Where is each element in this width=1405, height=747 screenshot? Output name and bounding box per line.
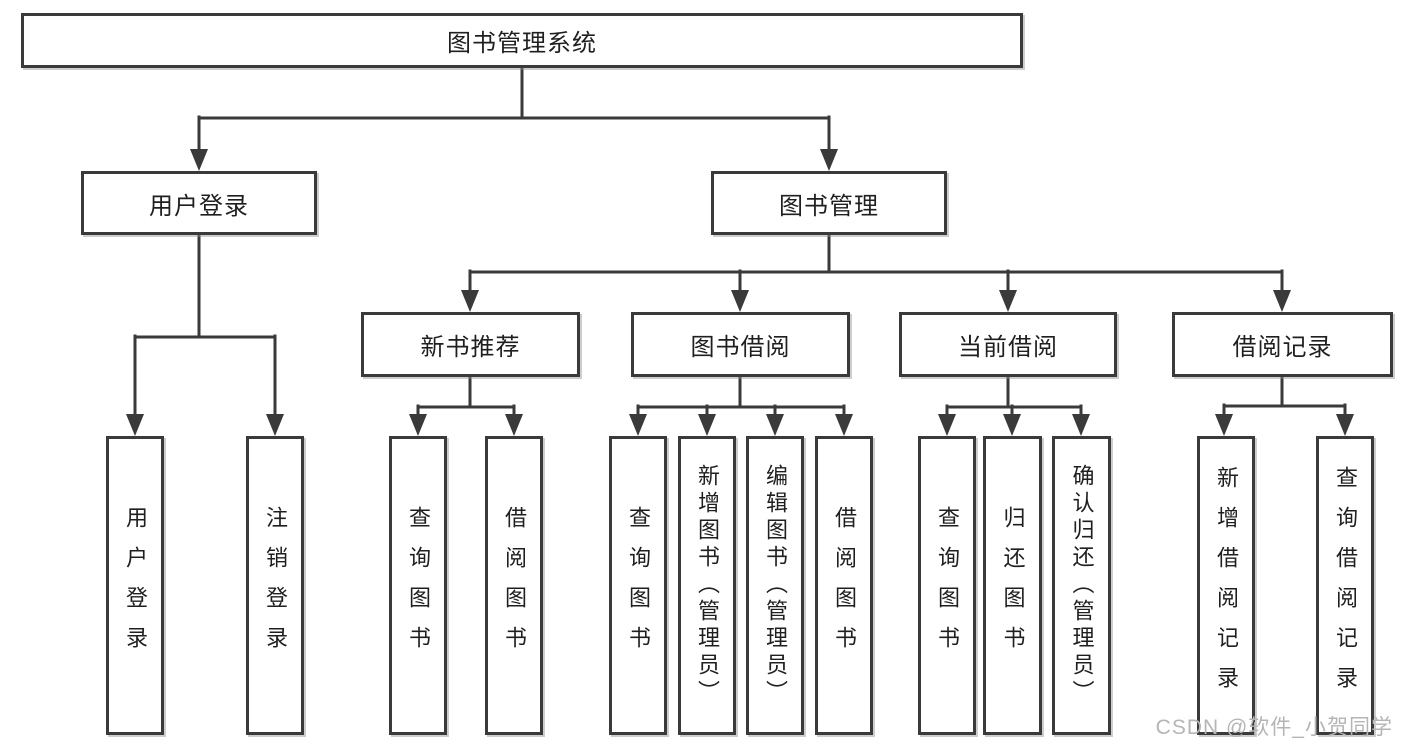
node-label: 借阅图书 [502, 505, 527, 666]
node-label: 查询图书 [626, 505, 651, 666]
node-label: 注销登录 [263, 505, 288, 666]
node-book-borrowing: 图书借阅 [631, 312, 850, 377]
node-label: 用户登录 [123, 505, 148, 666]
node-new-book-recommendation: 新书推荐 [361, 312, 580, 377]
node-label: 归还图书 [1000, 505, 1026, 666]
node-label: 借阅图书 [832, 505, 857, 666]
leaf-query-borrow-record: 查询借阅记录 [1316, 436, 1374, 735]
leaf-logout: 注销登录 [246, 436, 304, 735]
leaf-user-login: 用户登录 [106, 436, 164, 735]
node-label: 借阅记录 [1232, 334, 1333, 361]
node-label: 查询图书 [935, 505, 960, 666]
node-root: 图书管理系统 [21, 13, 1023, 68]
node-label: 新增借阅记录 [1214, 465, 1239, 706]
leaf-add-books-admin: 新增图书（管理员） [678, 436, 736, 735]
node-user-login: 用户登录 [81, 171, 317, 235]
node-label: 当前借阅 [958, 334, 1058, 361]
node-label: 图书管理系统 [447, 30, 597, 57]
node-label: 图书借阅 [690, 334, 791, 361]
node-label: 查询图书 [406, 505, 431, 666]
node-label: 确认归还（管理员） [1069, 464, 1095, 707]
leaf-return-books: 归还图书 [983, 436, 1042, 735]
leaf-add-borrow-record: 新增借阅记录 [1197, 436, 1255, 735]
leaf-borrow-books: 借阅图书 [815, 436, 873, 735]
node-current-borrowing: 当前借阅 [899, 312, 1117, 377]
node-label: 用户登录 [149, 192, 249, 220]
leaf-edit-books-admin: 编辑图书（管理员） [746, 436, 804, 735]
node-label: 图书管理 [779, 192, 879, 220]
node-borrowing-records: 借阅记录 [1172, 312, 1393, 377]
leaf-query-books-borrow: 查询图书 [609, 436, 667, 735]
node-label: 新书推荐 [420, 334, 521, 361]
node-book-management: 图书管理 [711, 171, 947, 235]
leaf-borrow-books-recommend: 借阅图书 [485, 436, 543, 735]
node-label: 查询借阅记录 [1333, 465, 1358, 706]
leaf-query-books-current: 查询图书 [918, 436, 976, 735]
leaf-query-books-recommend: 查询图书 [389, 436, 447, 735]
node-label: 编辑图书（管理员） [763, 464, 788, 707]
leaf-confirm-return-admin: 确认归还（管理员） [1052, 436, 1111, 735]
watermark: CSDN @软件_小贺同学 [1155, 716, 1393, 739]
node-label: 新增图书（管理员） [695, 464, 720, 707]
